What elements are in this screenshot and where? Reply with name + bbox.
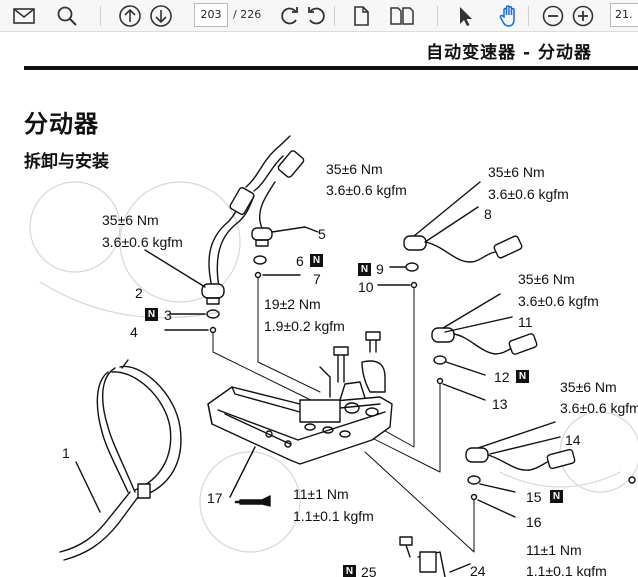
new-part-marker: N [516,370,529,383]
select-cursor-icon[interactable] [452,3,478,29]
document-page: 自动变速器 - 分动器 分动器 拆卸与安装 [0,32,638,577]
torque-label-nm: 35±6 Nm [560,379,617,395]
torque-label-kgf: 3.6±0.6 kgfm [560,400,638,416]
torque-label-kgf: 3.6±0.6 kgfm [518,293,599,309]
part-number: 14 [565,432,581,448]
two-page-icon[interactable] [389,3,415,29]
part-number: 13 [492,396,508,412]
new-part-marker: N [310,254,323,267]
subsection-title: 拆卸与安装 [24,152,109,172]
header-rule [24,66,638,70]
toolbar-separator [100,6,101,26]
hand-tool-icon[interactable] [496,3,522,29]
part-number: 9 [376,261,384,277]
part-number: 3 [164,307,172,323]
toolbar-separator [334,6,335,26]
rotate-cw-icon[interactable] [277,3,303,29]
page-down-icon[interactable] [148,3,174,29]
zoom-input[interactable]: 21. [610,3,638,27]
part-number: 5 [318,226,326,242]
part-number: 24 [470,563,486,577]
page-total: / 226 [233,8,262,21]
torque-label-nm: 35±6 Nm [488,164,545,180]
part-number: 25 [361,564,377,577]
zoom-out-icon[interactable] [540,3,566,29]
torque-label-kgf: 3.6±0.6 kgfm [102,234,183,250]
part-number: 10 [358,279,374,295]
new-part-marker: N [550,490,563,503]
torque-label-nm: 35±6 Nm [102,212,159,228]
part-number: 4 [130,324,138,340]
torque-label-nm: 35±6 Nm [518,271,575,287]
part-number: 16 [526,514,542,530]
torque-label-kgf: 1.9±0.2 kgfm [264,318,345,334]
torque-label-nm: 19±2 Nm [264,296,321,312]
torque-label-kgf: 1.1±0.1 kgfm [293,508,374,524]
torque-label-nm: 11±1 Nm [526,542,582,558]
toolbar-separator [437,6,438,26]
torque-label-kgf: 3.6±0.6 kgfm [326,182,407,198]
pdf-toolbar: 203 / 226 21. [0,0,638,32]
part-number: 1 [62,445,70,461]
transfer-case-exploded-diagram [29,135,638,577]
single-page-icon[interactable] [348,3,374,29]
new-part-marker: N [343,565,356,577]
rotate-ccw-icon[interactable] [303,3,329,29]
torque-label-nm: 35±6 Nm [326,161,383,177]
page-number-input[interactable]: 203 [194,3,228,27]
new-part-marker: N [145,308,158,321]
part-number: 15 [526,489,542,505]
search-icon[interactable] [54,3,80,29]
torque-label-kgf: 3.6±0.6 kgfm [488,186,569,202]
mail-icon[interactable] [11,3,37,29]
toolbar-separator [528,6,529,26]
new-part-marker: N [358,263,371,276]
part-number: 11 [518,314,533,330]
page-up-icon[interactable] [117,3,143,29]
part-number: 7 [313,271,321,287]
part-number: 6 [296,253,304,269]
torque-label-kgf: 1.1±0.1 kgfm [526,563,607,577]
part-number: 17 [207,490,223,506]
part-number: 2 [135,285,143,301]
zoom-in-icon[interactable] [570,3,596,29]
torque-label-nm: 11±1 Nm [293,486,349,502]
section-title: 分动器 [24,110,99,138]
part-number: 12 [494,369,510,385]
page-header: 自动变速器 - 分动器 [426,43,592,63]
part-number: 8 [484,206,492,222]
